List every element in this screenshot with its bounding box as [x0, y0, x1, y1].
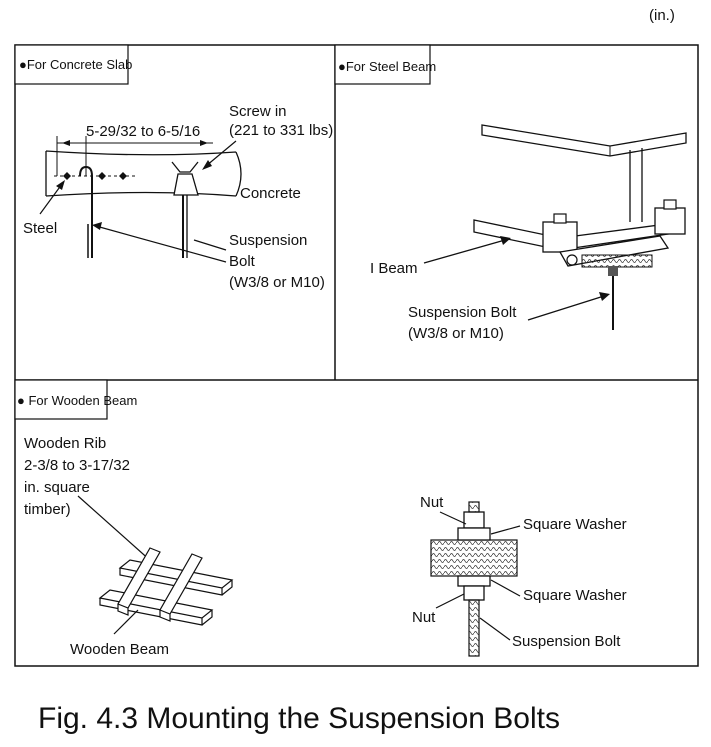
anchor-body [173, 173, 199, 196]
steel-node-3 [119, 172, 127, 180]
ibeam-label: I Beam [370, 260, 418, 277]
hanger-nut [566, 254, 578, 266]
steel-node-1 [63, 172, 71, 180]
nut-bottom [463, 585, 485, 601]
wooden-beam-leader [113, 609, 139, 635]
ibeam-web [629, 148, 643, 222]
wooden-beam-panel: ● For Wooden Beam Wooden Rib 2-3/8 to 3-… [14, 379, 627, 658]
dimension-arrow-right [200, 140, 208, 146]
washer-bottom-leader [490, 579, 521, 597]
wooden-bolt-leader [479, 617, 511, 641]
units-label: (in.) [649, 7, 675, 24]
wooden-rib-label-2: 2-3/8 to 3-17/32 [24, 457, 130, 474]
wooden-bolt-label: Suspension Bolt [512, 633, 621, 650]
clamp-screw-left [553, 213, 567, 224]
hanger-thread [581, 254, 653, 268]
steel-bolt-arrow [599, 292, 610, 301]
hook-bolt [79, 165, 93, 258]
nut-top [463, 511, 485, 529]
steel-node-2 [98, 172, 106, 180]
beam-clamp-left [542, 221, 578, 253]
wooden-rib-label-1: Wooden Rib [24, 435, 106, 452]
beam-clamp-right [654, 207, 686, 235]
concrete-slab-panel: ●For Concrete Slab 5-29/32 to 6-5/16 Scr… [14, 44, 333, 291]
steel-bolt-label-2: (W3/8 or M10) [408, 325, 504, 342]
clamp-screw-right [663, 199, 677, 210]
figure-caption: Fig. 4.3 Mounting the Suspension Bolts [38, 702, 560, 735]
timber-rib-left [117, 547, 161, 616]
square-washer-bottom [457, 575, 491, 587]
ibeam-top-flange [481, 124, 687, 157]
washer-top-label: Square Washer [523, 516, 627, 533]
screw-force-label: (221 to 331 lbs) [229, 122, 333, 139]
steel-leader [39, 183, 63, 215]
bolt-arrow-1 [92, 222, 102, 230]
ibeam-leader [423, 239, 506, 264]
washer-bottom-label: Square Washer [523, 587, 627, 604]
steel-arrow [56, 180, 65, 190]
nut-bottom-leader [435, 593, 465, 609]
wooden-beam-label: Wooden Beam [70, 641, 169, 658]
concrete-tag-box [14, 44, 129, 85]
steel-tag: ●For Steel Beam [338, 59, 436, 74]
concrete-tag: ●For Concrete Slab [19, 57, 132, 72]
wooden-tag-box [14, 379, 108, 420]
steel-bolt-nut [608, 266, 618, 276]
nut-top-leader [439, 511, 467, 525]
timber-rib-right [159, 553, 203, 622]
dimension-arrow-left [62, 140, 70, 146]
wooden-tag: ● For Wooden Beam [17, 393, 137, 408]
ibeam-arrow [500, 236, 511, 245]
bolt-label-1: Suspension [229, 232, 307, 249]
timber-beam-front [98, 589, 214, 626]
nut-bottom-label: Nut [412, 609, 436, 626]
wooden-suspension-bolt [468, 599, 480, 657]
timber-section [430, 539, 518, 577]
anchor-cone [171, 161, 199, 173]
bolt-label-2: Bolt [229, 253, 256, 270]
wooden-rib-label-4: timber) [24, 501, 71, 518]
bolt-leader-1 [95, 225, 227, 263]
concrete-slab [45, 150, 242, 197]
washer-top-leader [490, 525, 521, 535]
screw-in-label: Screw in [229, 103, 287, 120]
steel-beam-panel: ●For Steel Beam I Beam Suspension Bolt (… [334, 44, 687, 342]
steel-bolt-label-1: Suspension Bolt [408, 304, 517, 321]
bolt-label-3: (W3/8 or M10) [229, 274, 325, 291]
concrete-label: Concrete [240, 185, 301, 202]
steel-label: Steel [23, 220, 57, 237]
square-washer-top [457, 527, 491, 541]
screw-arrow [202, 160, 212, 170]
dimension-label: 5-29/32 to 6-5/16 [86, 123, 200, 140]
screw-leader [205, 140, 237, 167]
steel-bolt-leader [527, 295, 605, 321]
wooden-rib-label-3: in. square [24, 479, 90, 496]
steel-tag-box [334, 44, 431, 85]
wooden-rib-leader [77, 495, 153, 563]
wooden-lattice [98, 547, 234, 626]
nut-top-label: Nut [420, 494, 444, 511]
bolt-tip [468, 501, 480, 513]
bolt-leader-2 [193, 239, 227, 251]
